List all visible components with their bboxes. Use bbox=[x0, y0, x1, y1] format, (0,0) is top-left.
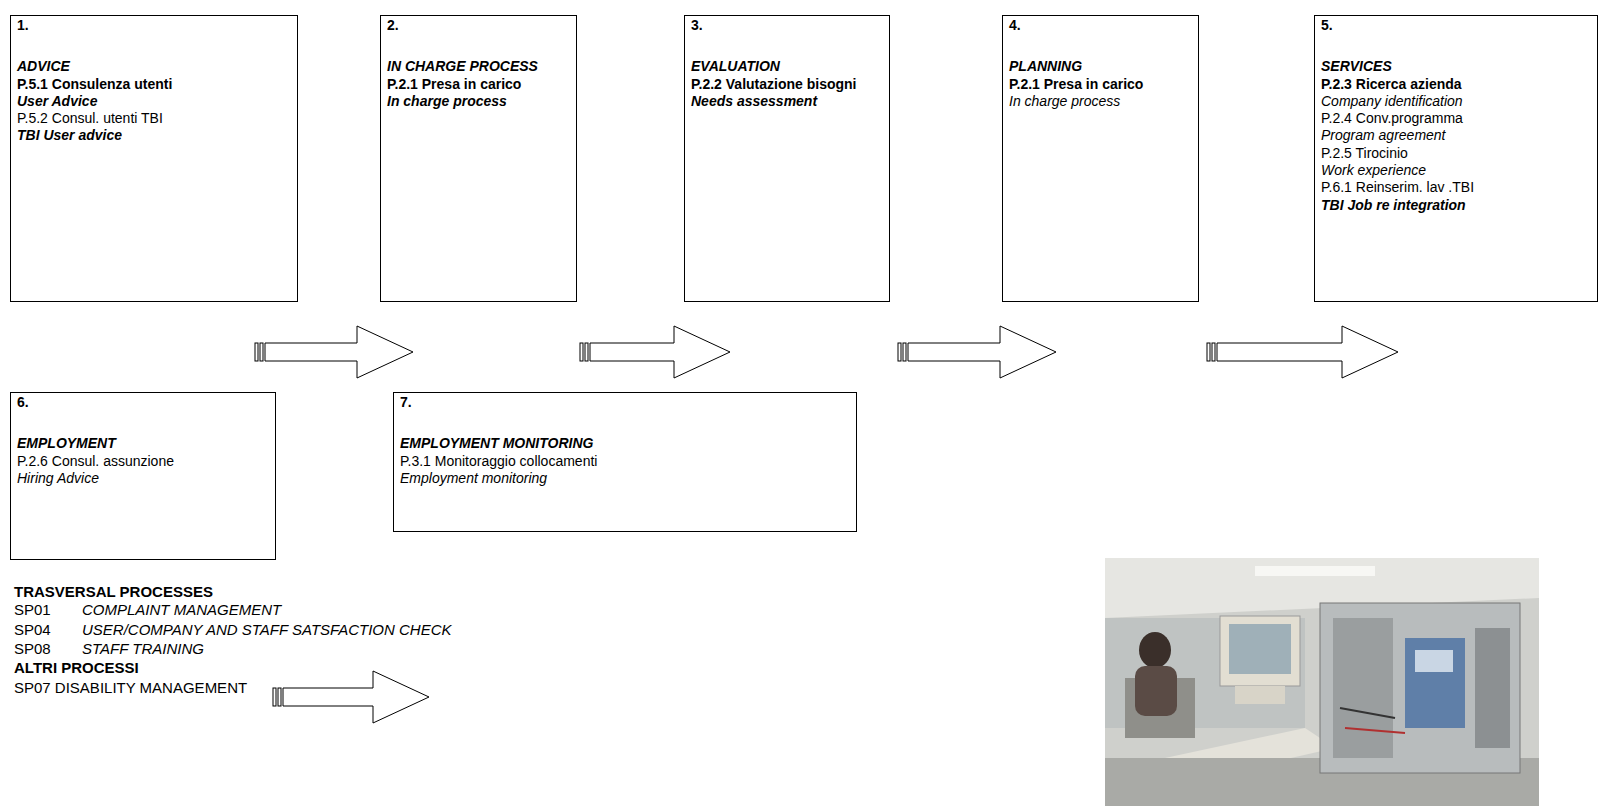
process-note: STAFF TRAINING bbox=[82, 640, 204, 658]
arrow-tail-bar bbox=[260, 343, 263, 361]
person-body bbox=[1135, 666, 1177, 716]
arrow-body bbox=[283, 671, 429, 723]
step-number: 7. bbox=[400, 394, 412, 411]
monitor-base bbox=[1235, 686, 1285, 704]
process-line: TBI Job re integration bbox=[1321, 197, 1466, 214]
arrow-tail-bar bbox=[903, 343, 906, 361]
step-number: 6. bbox=[17, 394, 29, 411]
drive-display bbox=[1415, 650, 1453, 672]
wire bbox=[1345, 728, 1405, 733]
block-arrow bbox=[898, 326, 1056, 378]
process-line: P.2.4 Conv.programma bbox=[1321, 110, 1463, 127]
step-number: 4. bbox=[1009, 17, 1021, 34]
step-title: IN CHARGE PROCESS bbox=[387, 58, 538, 75]
process-line: P.2.6 Consul. assunzione bbox=[17, 453, 174, 470]
block-arrow bbox=[580, 326, 730, 378]
step-title: EVALUATION bbox=[691, 58, 780, 75]
crt-screen bbox=[1229, 624, 1291, 674]
process-line: In charge process bbox=[1009, 93, 1120, 110]
process-line: Hiring Advice bbox=[17, 470, 99, 487]
rack-side bbox=[1475, 628, 1510, 748]
process-note: TRASVERSAL PROCESSES bbox=[14, 583, 213, 601]
process-box: 7. EMPLOYMENT MONITORINGP.3.1 Monitoraggi… bbox=[393, 392, 857, 532]
process-line: Employment monitoring bbox=[400, 470, 547, 487]
process-box: 3. EVALUATIONP.2.2 Valutazione bisogniNee… bbox=[684, 15, 890, 302]
ceiling-light bbox=[1255, 566, 1375, 576]
process-line: Work experience bbox=[1321, 162, 1426, 179]
process-line: Company identification bbox=[1321, 93, 1463, 110]
process-note: USER/COMPANY AND STAFF SATSFACTION CHECK bbox=[82, 621, 452, 639]
equipment-rack bbox=[1320, 603, 1520, 773]
person-head bbox=[1139, 632, 1171, 668]
step-title: SERVICES bbox=[1321, 58, 1392, 75]
process-note: SP01 bbox=[14, 601, 51, 619]
step-title: EMPLOYMENT bbox=[17, 435, 116, 452]
arrow-tail-bar bbox=[898, 343, 901, 361]
process-line: P.5.2 Consul. utenti TBI bbox=[17, 110, 163, 127]
process-line: P.2.5 Tirocinio bbox=[1321, 145, 1408, 162]
arrow-body bbox=[908, 326, 1056, 378]
step-title: EMPLOYMENT MONITORING bbox=[400, 435, 593, 452]
process-note: SP07 DISABILITY MANAGEMENT bbox=[14, 679, 247, 697]
arrow-tail-bar bbox=[1207, 343, 1210, 361]
process-line: User Advice bbox=[17, 93, 97, 110]
process-line: In charge process bbox=[387, 93, 507, 110]
step-number: 3. bbox=[691, 17, 703, 34]
step-number: 1. bbox=[17, 17, 29, 34]
process-note: ALTRI PROCESSI bbox=[14, 659, 139, 677]
step-number: 5. bbox=[1321, 17, 1333, 34]
wire bbox=[1340, 708, 1395, 718]
arrow-body bbox=[265, 326, 413, 378]
step-number: 2. bbox=[387, 17, 399, 34]
step-title: ADVICE bbox=[17, 58, 70, 75]
process-line: P.5.1 Consulenza utenti bbox=[17, 76, 172, 93]
process-line: P.2.2 Valutazione bisogni bbox=[691, 76, 856, 93]
process-note: SP08 bbox=[14, 640, 51, 658]
arrow-tail-bar bbox=[255, 343, 258, 361]
arrow-tail-bar bbox=[273, 688, 276, 706]
step-title: PLANNING bbox=[1009, 58, 1082, 75]
lab-photo bbox=[1105, 558, 1539, 806]
process-line: P.3.1 Monitoraggio collocamenti bbox=[400, 453, 597, 470]
block-arrow bbox=[255, 326, 413, 378]
process-line: Program agreement bbox=[1321, 127, 1446, 144]
photo-ground bbox=[1105, 558, 1539, 806]
rack-panel bbox=[1333, 618, 1393, 758]
arrow-tail-bar bbox=[585, 343, 588, 361]
arrow-body bbox=[590, 326, 730, 378]
process-note: SP04 bbox=[14, 621, 51, 639]
process-box: 4. PLANNINGP.2.1 Presa in caricoIn charge… bbox=[1002, 15, 1199, 302]
process-box: 5. SERVICESP.2.3 Ricerca aziendaCompany i… bbox=[1314, 15, 1598, 302]
process-line: Needs assessment bbox=[691, 93, 817, 110]
process-box: 1. ADVICEP.5.1 Consulenza utentiUser Advi… bbox=[10, 15, 298, 302]
arrow-tail-bar bbox=[1212, 343, 1215, 361]
crt-monitor bbox=[1220, 616, 1300, 686]
process-box: 6. EMPLOYMENTP.2.6 Consul. assunzioneHiri… bbox=[10, 392, 276, 560]
process-box: 2. IN CHARGE PROCESSP.2.1 Presa in carico… bbox=[380, 15, 577, 302]
arrow-tail-bar bbox=[580, 343, 583, 361]
process-line: P.6.1 Reinserim. lav .TBI bbox=[1321, 179, 1474, 196]
process-line: P.2.1 Presa in carico bbox=[387, 76, 521, 93]
block-arrow bbox=[273, 671, 429, 723]
arrow-body bbox=[1217, 326, 1398, 378]
block-arrow bbox=[1207, 326, 1398, 378]
process-line: P.2.1 Presa in carico bbox=[1009, 76, 1143, 93]
arrow-tail-bar bbox=[278, 688, 281, 706]
process-note: COMPLAINT MANAGEMENT bbox=[82, 601, 281, 619]
process-line: TBI User advice bbox=[17, 127, 122, 144]
process-line: P.2.3 Ricerca azienda bbox=[1321, 76, 1462, 93]
drive-unit bbox=[1405, 638, 1465, 728]
